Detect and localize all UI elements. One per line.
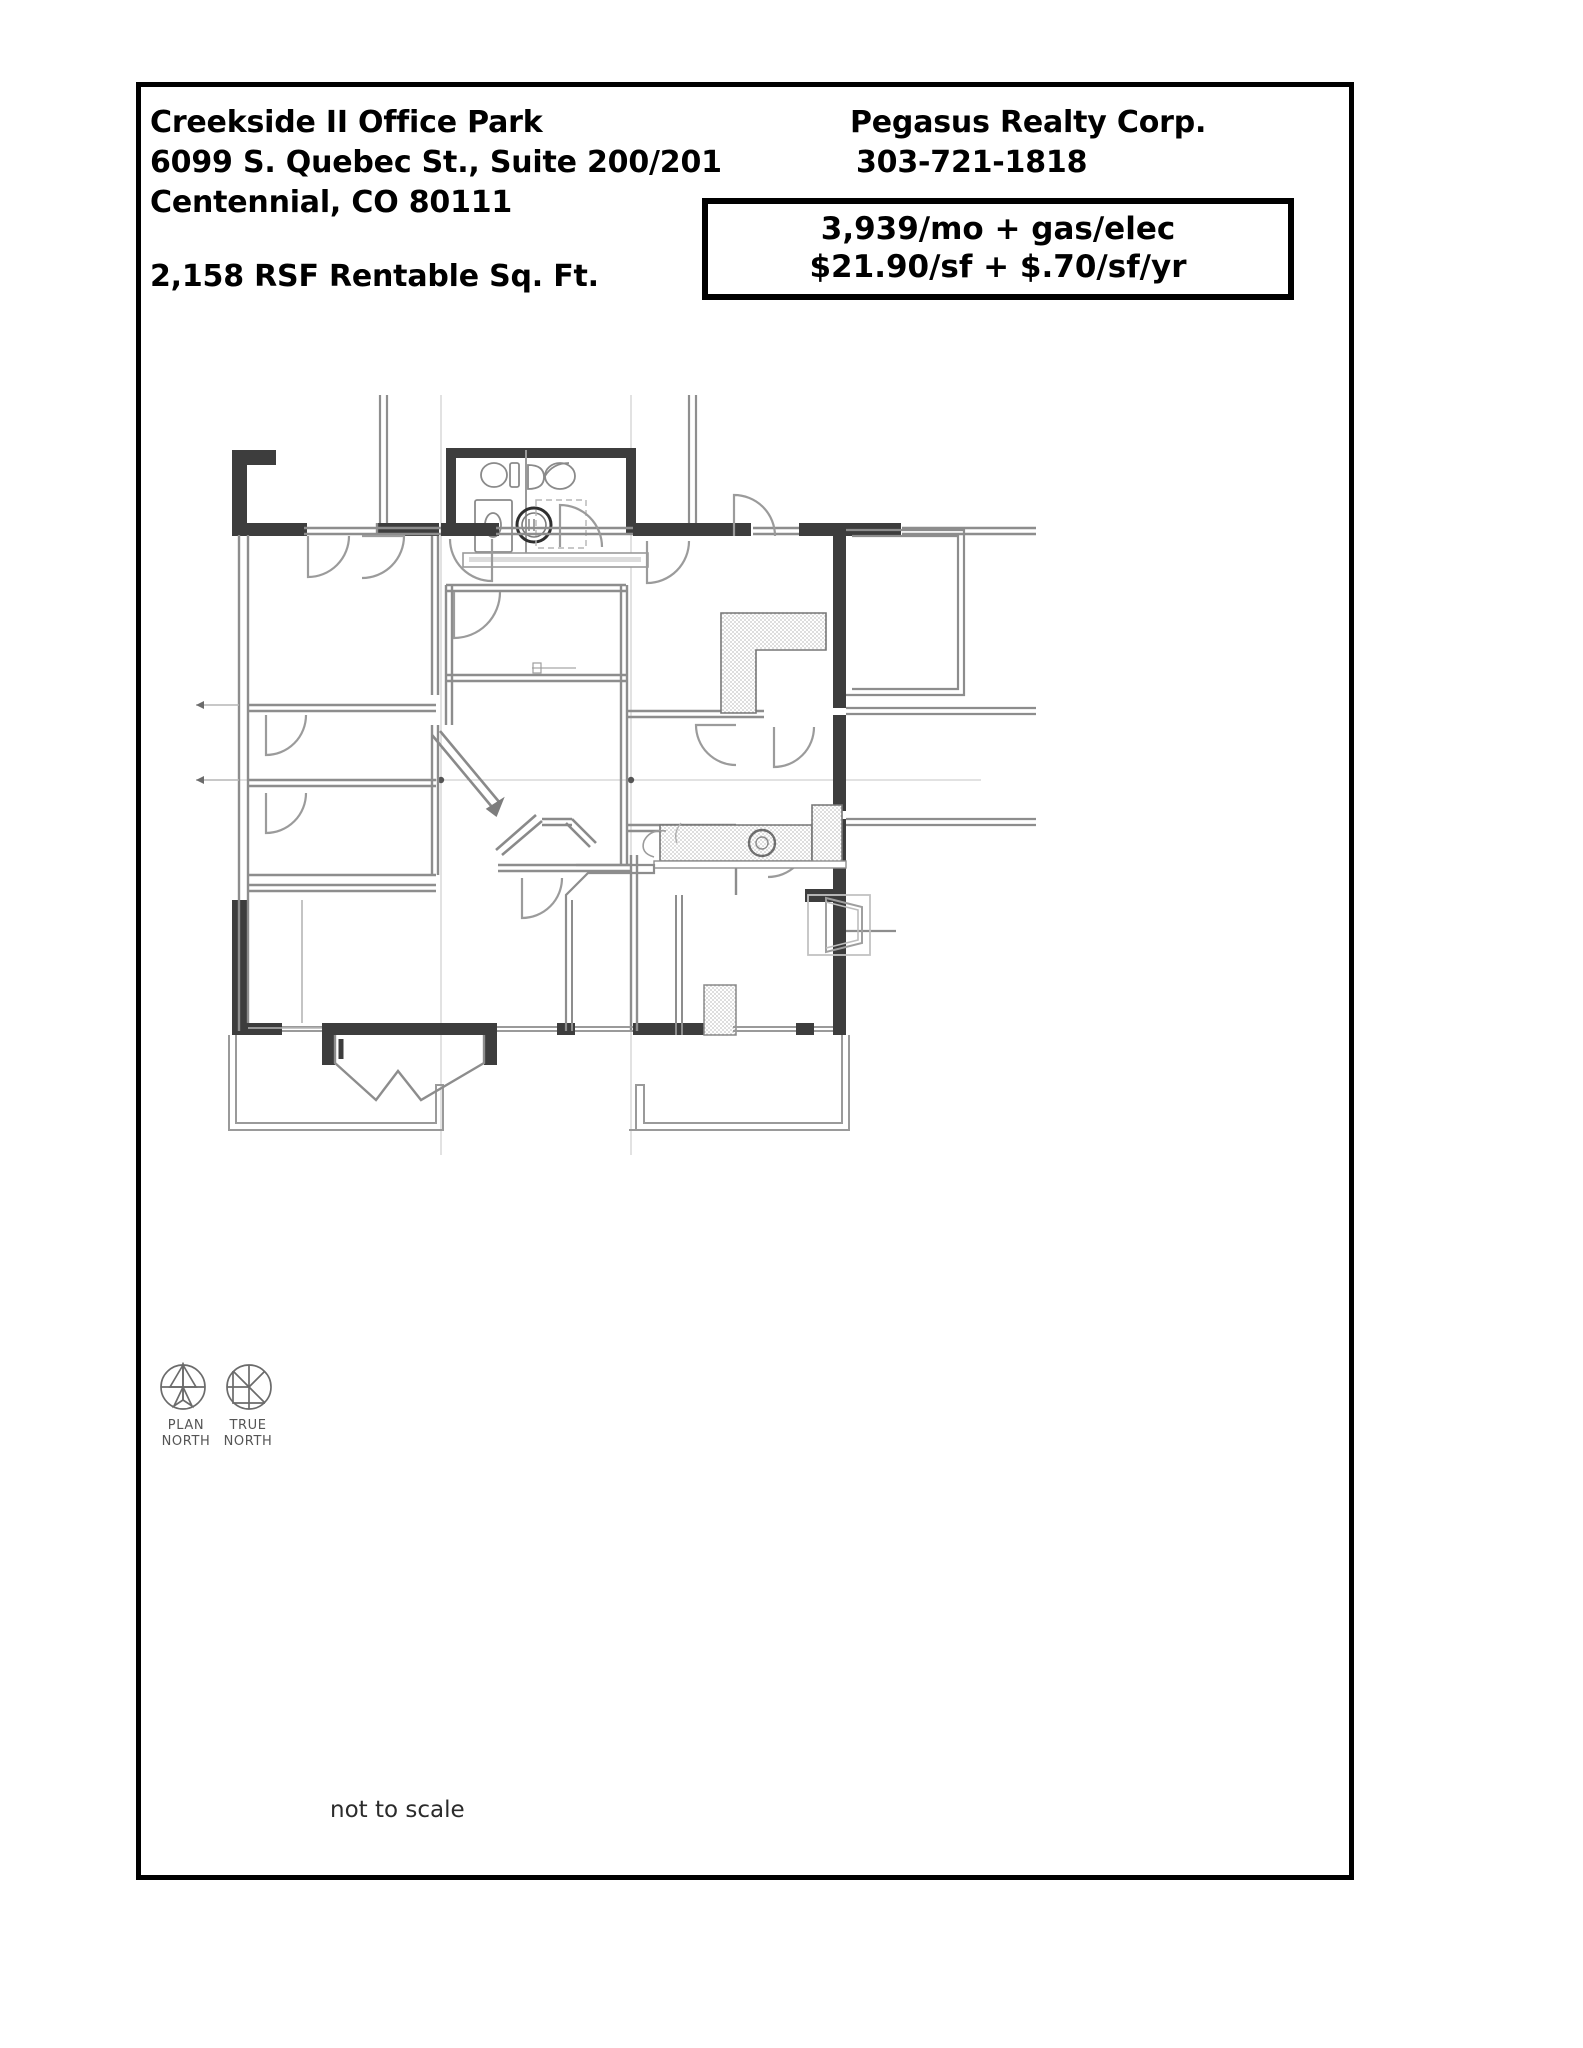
page-border	[136, 82, 1354, 1880]
brokerage-company-name: Pegasus Realty Corp.	[850, 105, 1207, 140]
exterior-patio-outline	[228, 1035, 850, 1131]
property-city-state-zip: Centennial, CO 80111	[150, 185, 513, 220]
door-swing-office-5	[694, 723, 737, 767]
interior-walls-medium	[237, 523, 1036, 1031]
door-swing-corridor-a	[645, 540, 691, 585]
door-swing-kitchen	[772, 726, 816, 769]
toilet-icon	[527, 464, 545, 490]
scale-note: not to scale	[330, 1797, 465, 1823]
wheelchair-turning-circle	[515, 506, 553, 544]
upper-lobby-outline	[378, 395, 698, 525]
per-square-foot-rate: $21.90/sf + $.70/sf/yr	[809, 249, 1187, 285]
property-street-address: 6099 S. Quebec St., Suite 200/201	[150, 145, 722, 180]
plan-north-label: PLAN NORTH	[161, 1418, 211, 1450]
reception-casework	[720, 612, 827, 714]
door-swing-restroom-b	[558, 503, 604, 548]
south-window-wall	[282, 1026, 833, 1032]
lavatory-icon	[480, 462, 508, 488]
door-swing-office-2	[361, 534, 406, 580]
flyer-header: Creekside II Office Park 6099 S. Quebec …	[150, 100, 1330, 320]
brokerage-phone-number: 303-721-1818	[856, 145, 1088, 180]
angled-corridor-partition	[431, 730, 597, 856]
water-closet-icon	[544, 462, 576, 490]
lower-storage-casework	[675, 895, 737, 1036]
true-north-compass-icon	[226, 1364, 272, 1410]
rentable-square-feet: 2,158 RSF Rentable Sq. Ft.	[150, 259, 599, 294]
door-swing-restroom-a	[448, 538, 494, 583]
floor-plan-svg	[196, 395, 1036, 1155]
east-rooms	[846, 528, 1036, 933]
door-swing-office-1	[306, 535, 351, 579]
misc-thin-lines	[196, 662, 576, 1029]
construction-gridlines	[196, 395, 981, 1155]
sink-icon	[747, 828, 777, 858]
door-swing-center-room	[452, 591, 502, 640]
compass-labels: PLAN NORTH TRUE NORTH	[152, 1418, 282, 1451]
door-swing-office-4	[264, 792, 308, 835]
door-swing-office-6	[520, 877, 564, 920]
compass-icons	[160, 1361, 272, 1410]
price-callout-box: 3,939/mo + gas/elec $21.90/sf + $.70/sf/…	[702, 198, 1294, 300]
floor-plan-drawing	[136, 395, 1354, 1225]
door-swing-corridor-b	[732, 493, 777, 537]
elevator-cab-icon	[825, 896, 863, 954]
south-entry-vestibule	[333, 1035, 486, 1102]
plan-north-compass-icon	[160, 1361, 206, 1410]
property-name: Creekside II Office Park	[150, 105, 543, 140]
restroom-block	[446, 448, 649, 568]
true-north-label: TRUE NORTH	[223, 1418, 273, 1450]
door-swing-office-3	[264, 714, 308, 757]
kitchen-counter	[564, 804, 847, 1031]
monthly-rent-rate: 3,939/mo + gas/elec	[820, 211, 1176, 248]
north-indicator: PLAN NORTH TRUE NORTH	[152, 1360, 282, 1470]
elevator-shaft	[807, 894, 871, 956]
